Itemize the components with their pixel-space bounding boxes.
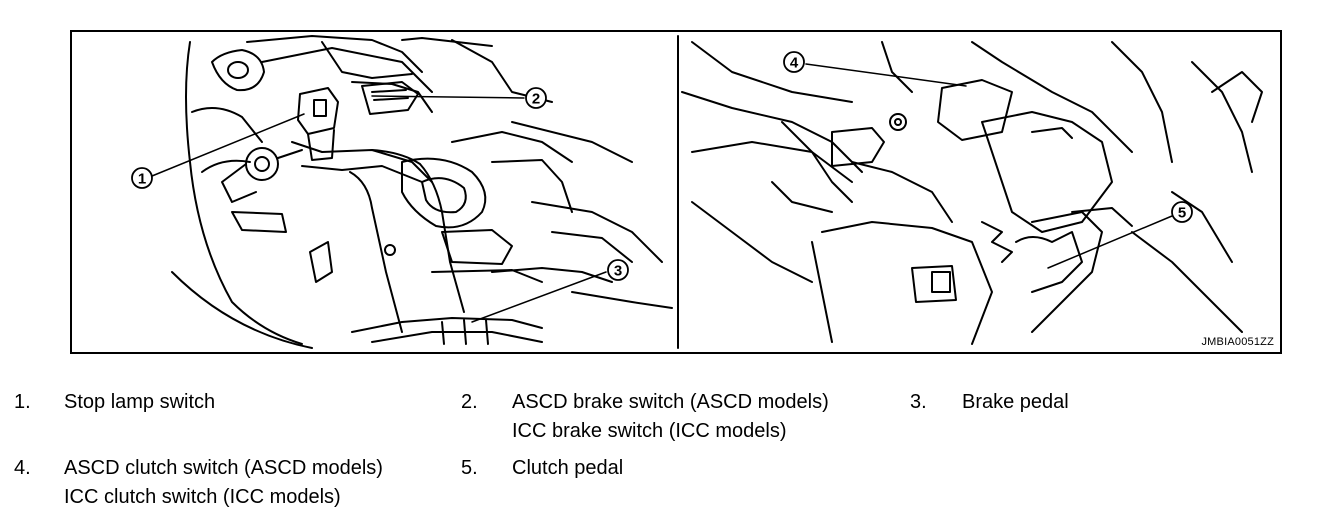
leader-line-5 — [1047, 215, 1173, 269]
callout-4: 4 — [783, 51, 805, 73]
legend-3-text: Brake pedal — [962, 391, 1069, 413]
legend-3-number: 3. — [910, 391, 927, 413]
leader-line-4 — [805, 63, 967, 87]
leader-line-2 — [371, 95, 525, 99]
figure-code: JMBIA0051ZZ — [1201, 336, 1274, 348]
callout-5: 5 — [1171, 201, 1193, 223]
callout-3-label: 3 — [614, 263, 622, 280]
leader-line-1 — [151, 113, 305, 177]
line-art-illustration: 1 2 3 4 5 — [131, 35, 1263, 349]
callout-5-label: 5 — [1178, 205, 1186, 222]
legend-5-text: Clutch pedal — [512, 457, 624, 479]
legend-5-number: 5. — [461, 457, 478, 479]
callout-2-label: 2 — [532, 91, 540, 108]
leader-line-3 — [471, 271, 607, 323]
left-panel-drawing — [171, 35, 673, 349]
legend-4-text-line1: ASCD clutch switch (ASCD models) — [64, 457, 383, 479]
callout-2: 2 — [525, 87, 547, 109]
callout-3: 3 — [607, 259, 629, 281]
legend-2-text-line1: ASCD brake switch (ASCD models) — [512, 391, 829, 413]
right-panel-drawing — [681, 41, 1263, 345]
legend-2-number: 2. — [461, 391, 478, 413]
callout-1: 1 — [131, 167, 153, 189]
callout-1-label: 1 — [138, 171, 146, 188]
legend-1-text: Stop lamp switch — [64, 391, 216, 413]
legend-1-number: 1. — [14, 391, 31, 413]
component-location-figure: 1 2 3 4 5 JMBIA0051ZZ — [70, 30, 1282, 354]
legend-4-number: 4. — [14, 457, 31, 479]
callout-4-label: 4 — [790, 55, 799, 72]
legend-2-text-line2: ICC brake switch (ICC models) — [512, 420, 787, 442]
legend-4-text-line2: ICC clutch switch (ICC models) — [64, 486, 341, 508]
